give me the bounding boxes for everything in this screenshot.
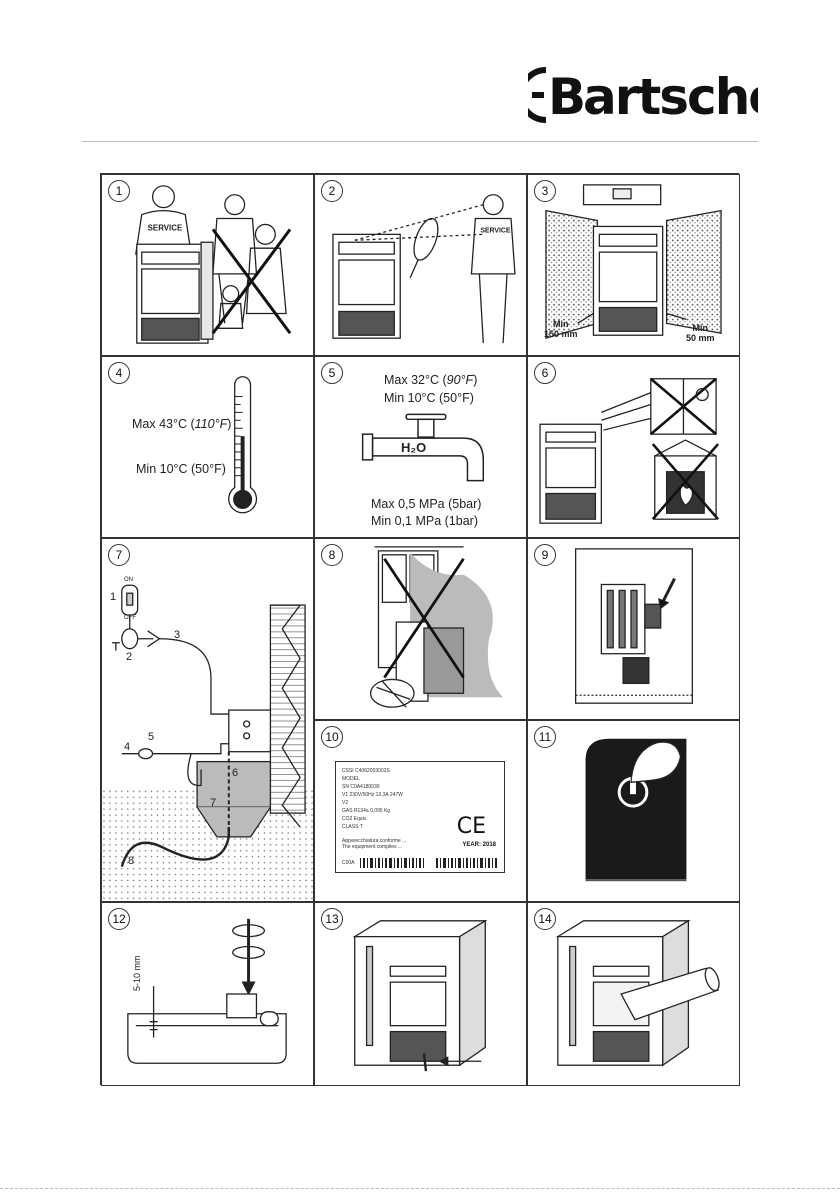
panel-number: 10 <box>321 726 343 748</box>
water-level-adjustment-illustration <box>127 918 287 1064</box>
min-water-pressure: Min 0,1 MPa (1bar) <box>371 514 478 528</box>
internal-component-illustration <box>575 548 693 704</box>
callout-7: 7 <box>210 797 217 809</box>
panel-2: 2 SERVICE <box>314 174 527 356</box>
clearance-illustration <box>545 184 722 340</box>
clearance-left-value: 150 mm <box>544 329 578 339</box>
instruction-grid: 1 SERVICE <box>100 173 740 1086</box>
switch-on-label: ON <box>124 577 133 583</box>
logo-b-mark <box>518 67 547 123</box>
water-level-gap-label: 5-10 mm <box>132 955 142 991</box>
header-divider <box>82 141 758 142</box>
service-shirt-label: SERVICE <box>480 227 511 234</box>
panel-8: 8 <box>314 538 527 720</box>
callout-8: 8 <box>128 855 135 867</box>
panel-4: 4 Max 43°C (110°F) Min 10°C (50°F) <box>101 356 314 538</box>
water-tap-illustration <box>361 413 485 482</box>
barcode <box>360 858 497 868</box>
clearance-right-label: Min 50 mm <box>686 323 715 343</box>
min-water-temp: Min 10°C (50°F) <box>384 391 474 405</box>
max-ambient-temp: Max 43°C (110°F) <box>132 417 231 431</box>
installation-connection-diagram <box>102 584 313 901</box>
clearance-right-min: Min <box>692 323 709 333</box>
bartscher-logo: B artscher <box>518 64 807 126</box>
serial-code: C00A <box>342 860 355 866</box>
max-water-pressure: Max 0,5 MPa (5bar) <box>371 497 482 511</box>
cleaning-illustration <box>555 919 720 1067</box>
panel-14: 14 <box>527 902 740 1086</box>
panel-1: 1 SERVICE <box>101 174 314 356</box>
rating-plate: CSSI C4062003002S MODEL SN C0A4180030 V1… <box>335 761 505 873</box>
max-water-temp-c: Max 32°C ( <box>384 373 447 387</box>
panel-9: 9 <box>527 538 740 720</box>
rating-plate-line: MODEL <box>342 776 360 782</box>
rating-plate-line: V1 230V/50Hz 13,3A 247W <box>342 792 403 798</box>
switch-off-label: OFF <box>124 615 136 621</box>
panel-number: 9 <box>534 544 556 566</box>
max-water-temp-f: 90°F <box>446 373 474 387</box>
power-button-illustration <box>585 738 687 882</box>
panel-3: 3 Min <box>527 174 740 356</box>
max-ambient-f: 110°F <box>194 417 228 431</box>
panel-number: 5 <box>321 362 343 384</box>
callout-4: 4 <box>124 741 131 753</box>
callout-5: 5 <box>148 731 155 743</box>
callout-6: 6 <box>232 767 239 779</box>
logo-wordmark: B <box>548 68 584 126</box>
manufacture-year: YEAR: 2018 <box>462 842 496 848</box>
min-ambient-temp: Min 10°C (50°F) <box>136 462 226 476</box>
rating-plate-line: Apparecchiatura conforme ... <box>342 838 407 844</box>
panel-7: 7 <box>101 538 314 902</box>
panel-12: 12 5-10 mm <box>101 902 314 1086</box>
panel-number: 1 <box>108 180 130 202</box>
panel-number: 3 <box>534 180 556 202</box>
dust-warning-illustration <box>369 546 504 708</box>
panel-5: 5 Max 32°C (90°F) Min 10°C (50°F) H₂O Ma… <box>314 356 527 538</box>
callout-1: 1 <box>110 591 117 603</box>
panel-10: 10 CSSI C4062003002S MODEL SN C0A4180030… <box>314 720 527 902</box>
rating-plate-line: CSSI C4062003002S <box>342 768 390 774</box>
ce-mark: CE <box>456 814 486 839</box>
panel-number: 13 <box>321 908 343 930</box>
panel-number: 2 <box>321 180 343 202</box>
callout-3: 3 <box>174 629 181 641</box>
panel-number: 7 <box>108 544 130 566</box>
clearance-right-value: 50 mm <box>686 333 715 343</box>
max-water-temp-close: ) <box>473 373 478 387</box>
service-shirt-label: SERVICE <box>148 223 183 232</box>
max-ambient-c: Max 43°C ( <box>132 417 195 431</box>
rating-plate-line: CLASS T <box>342 824 363 830</box>
logo-wordmark-rest: artscher <box>583 68 758 126</box>
h2o-label: H₂O <box>401 440 427 455</box>
rating-plate-line: CO2 Equiv. <box>342 816 368 822</box>
rating-plate-line: V2 <box>342 800 349 806</box>
panel-6: 6 <box>527 356 740 538</box>
max-ambient-close: ) <box>227 417 232 431</box>
clearance-left-label: Min 150 mm <box>544 319 578 339</box>
rating-plate-line: SN C0A4180030 <box>342 784 380 790</box>
panel-11: 11 <box>527 720 740 902</box>
rating-plate-line: GAS R134a 0,095 Kg <box>342 808 391 814</box>
panel-number: 8 <box>321 544 343 566</box>
panel-13: 13 <box>314 902 527 1086</box>
panel-number: 4 <box>108 362 130 384</box>
panel-number: 11 <box>534 726 556 748</box>
panel-number: 12 <box>108 908 130 930</box>
drain-illustration <box>352 919 488 1072</box>
panel-number: 14 <box>534 908 556 930</box>
max-water-temp: Max 32°C (90°F) <box>384 373 477 387</box>
rating-plate-line: The equipment complies ... <box>342 844 403 850</box>
inspection-illustration: SERVICE <box>332 194 516 344</box>
callout-2: 2 <box>126 651 133 663</box>
clearance-left-min: Min <box>553 319 569 329</box>
thermometer-illustration <box>228 376 258 514</box>
panel-number: 6 <box>534 362 556 384</box>
service-technician-illustration: SERVICE <box>135 185 292 344</box>
heat-source-warning-illustration <box>539 377 720 524</box>
page-bottom-border <box>0 1188 840 1189</box>
